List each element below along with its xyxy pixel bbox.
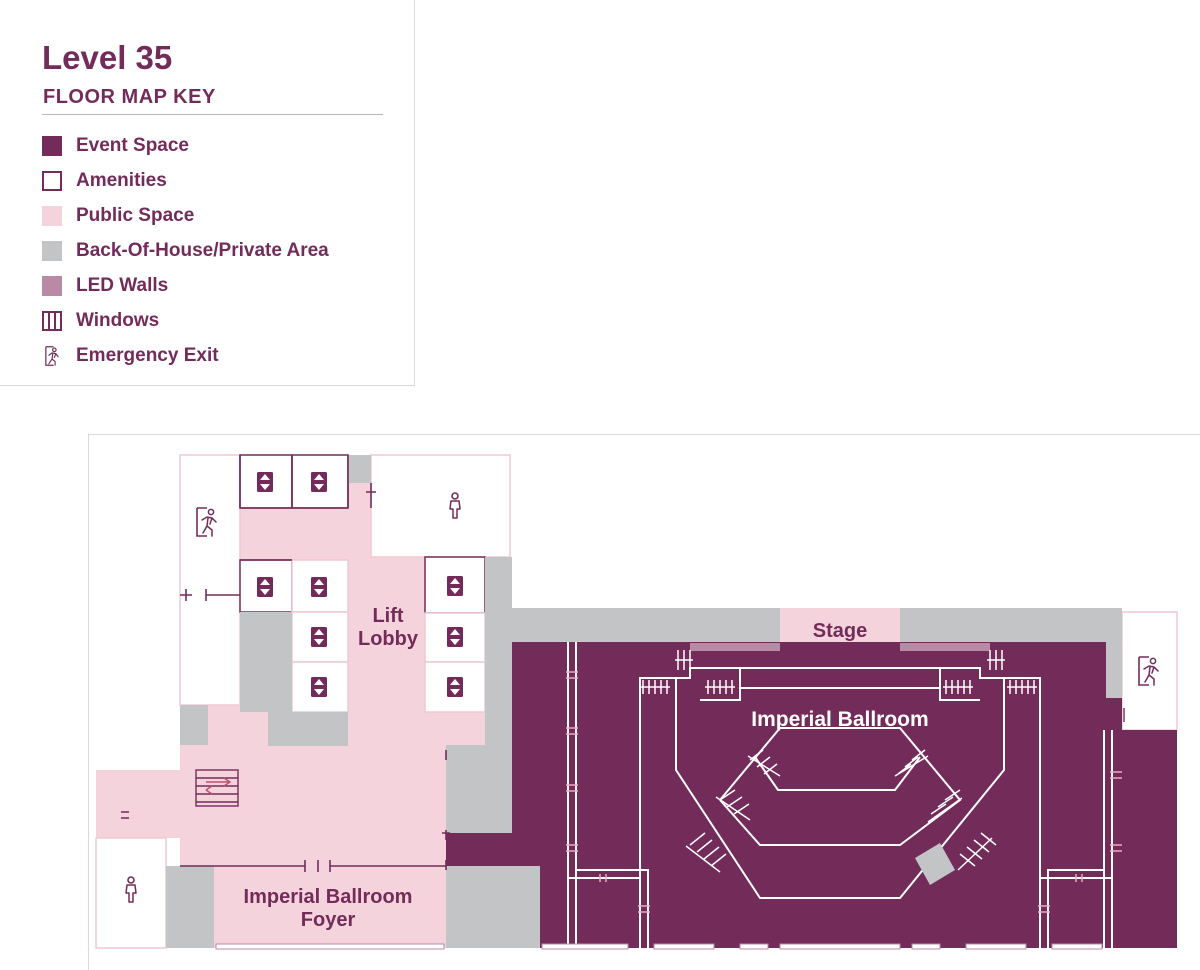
lift-icon — [257, 472, 273, 492]
grey-square-icon — [42, 240, 62, 261]
foyer-label: Foyer — [301, 909, 356, 931]
key-item-public-space: Public Space — [42, 198, 329, 233]
lift-icon — [311, 577, 327, 597]
key-label: Amenities — [76, 169, 167, 191]
key-item-back-of-house: Back-Of-House/Private Area — [42, 233, 329, 268]
map-labels: Lift Lobby Stage Imperial Ballroom Imper… — [244, 605, 929, 931]
lift-lobby-label: Lift — [372, 605, 403, 627]
ballroom-door-markers — [566, 671, 1122, 913]
event-space-area — [446, 642, 1177, 948]
exit-door-marks — [121, 708, 1125, 819]
foyer-label: Imperial Ballroom — [244, 886, 413, 908]
outline-square-icon — [42, 170, 62, 191]
level-title: Level 35 — [42, 39, 173, 76]
ballroom-label: Imperial Ballroom — [751, 708, 928, 731]
led-walls — [690, 643, 990, 651]
key-label: Emergency Exit — [76, 344, 219, 366]
window-icon — [42, 310, 62, 331]
stage-label: Stage — [813, 620, 867, 642]
lift-icon — [311, 627, 327, 647]
amenities-areas — [95, 454, 1178, 949]
lift-icon — [447, 677, 463, 697]
lift-icon — [447, 576, 463, 596]
ballroom-service-block — [915, 843, 955, 885]
filled-square-icon — [42, 135, 62, 156]
key-label: Event Space — [76, 134, 189, 156]
foyer-walls — [180, 455, 450, 872]
key-subtitle: FLOOR MAP KEY — [43, 86, 216, 108]
key-label: Windows — [76, 309, 160, 331]
floor-plan-frame — [88, 434, 1200, 970]
windows — [215, 943, 1103, 950]
key-divider — [42, 114, 383, 115]
key-label: Public Space — [76, 204, 195, 226]
lobby-staircase — [195, 769, 239, 807]
key-item-event-space: Event Space — [42, 128, 329, 163]
ballroom-stairs — [640, 650, 1037, 873]
lift-lobby-label: Lobby — [358, 628, 419, 650]
ballroom-floor-lines — [567, 642, 1113, 948]
lift-icon — [257, 577, 273, 597]
lift-icon — [311, 677, 327, 697]
key-label: Back-Of-House/Private Area — [76, 239, 329, 261]
emergency-exit-icon — [45, 345, 59, 366]
key-item-amenities: Amenities — [42, 163, 329, 198]
key-item-led-walls: LED Walls — [42, 268, 329, 303]
key-label: LED Walls — [76, 274, 169, 296]
floor-map-key: Level 35 FLOOR MAP KEY Event Space Ameni… — [0, 0, 415, 386]
lift-icon — [311, 472, 327, 492]
key-item-emergency-exit: Emergency Exit — [42, 338, 329, 373]
pink-square-icon — [42, 205, 62, 226]
key-list: Event Space Amenities Public Space Back-… — [42, 128, 329, 373]
lift-icon — [447, 627, 463, 647]
key-item-windows: Windows — [42, 303, 329, 338]
mauve-square-icon — [42, 275, 62, 296]
